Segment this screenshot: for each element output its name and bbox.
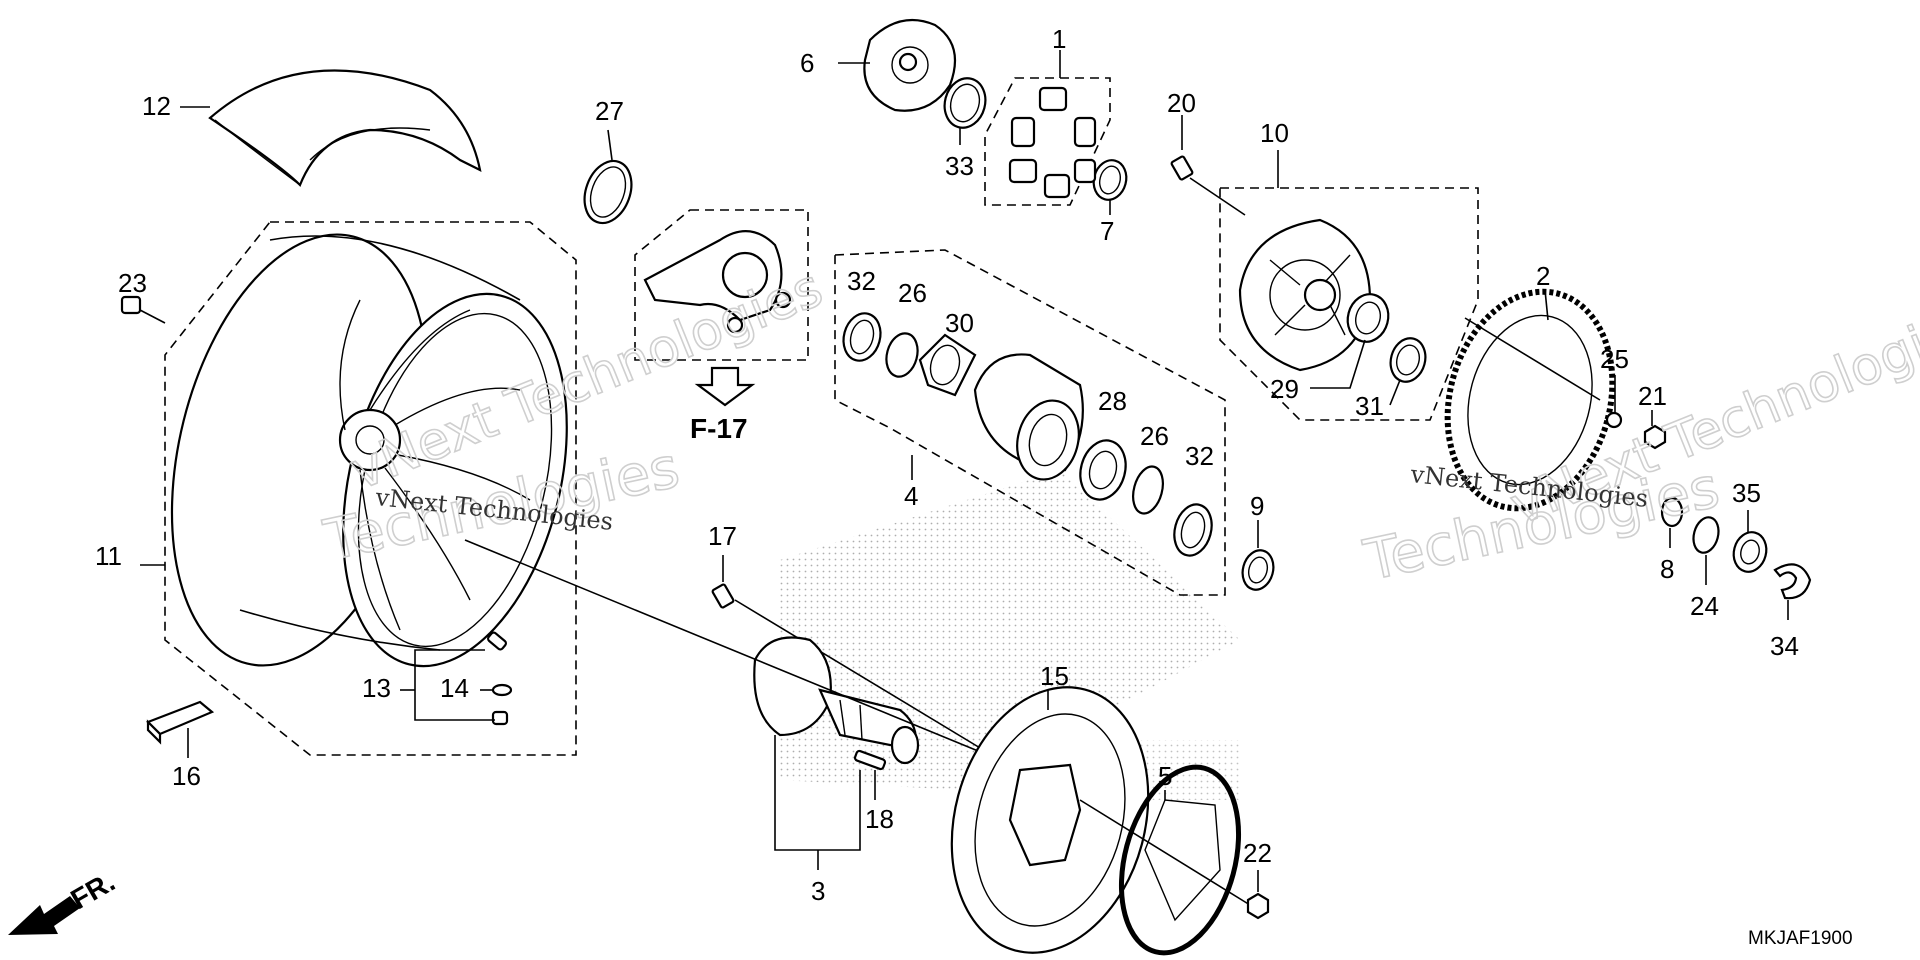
part-24-ring — [1692, 516, 1720, 585]
callout-9: 9 — [1250, 491, 1264, 521]
callout-17: 17 — [708, 521, 737, 551]
callout-1: 1 — [1052, 24, 1066, 54]
callout-35: 35 — [1732, 478, 1761, 508]
callout-6: 6 — [800, 48, 814, 78]
callout-23: 23 — [118, 268, 147, 298]
part-3-axle-carrier — [753, 636, 920, 870]
leader-lines — [140, 106, 210, 566]
callout-3: 3 — [811, 876, 825, 906]
part-34-clip — [1773, 563, 1812, 620]
front-arrow-icon — [8, 896, 80, 935]
part-33-ring — [943, 77, 987, 145]
callout-21: 21 — [1638, 381, 1667, 411]
part-9-seal — [1241, 520, 1275, 591]
callout-20: 20 — [1167, 88, 1196, 118]
callout-11: 11 — [95, 541, 122, 571]
callout-8: 8 — [1660, 554, 1674, 584]
callout-26: 26 — [898, 278, 927, 308]
part-10-hub — [1189, 150, 1479, 421]
callout-22: 22 — [1243, 838, 1272, 868]
part-25-washer — [1605, 375, 1623, 429]
callout-30: 30 — [945, 308, 974, 338]
callout-10: 10 — [1260, 118, 1289, 148]
caliper-bracket — [634, 209, 809, 407]
callout-7: 7 — [1100, 216, 1114, 246]
callout-24: 24 — [1690, 591, 1719, 621]
catalog-code: MKJAF1900 — [1748, 928, 1853, 949]
callout-14: 14 — [440, 673, 469, 703]
part-22-nut — [1246, 870, 1270, 920]
part-23-nut — [120, 295, 166, 324]
front-marker: FR. — [8, 866, 120, 935]
part-5-ring — [1118, 764, 1242, 956]
callouts: 1 2 3 4 5 6 7 8 9 10 11 12 13 14 15 16 1… — [95, 24, 1799, 906]
part-17-bolt — [711, 555, 1001, 761]
callout-12: 12 — [142, 91, 171, 121]
valve-parts — [400, 631, 513, 726]
part-4-hub-assembly — [834, 249, 1226, 596]
callout-4: 4 — [904, 481, 918, 511]
tire-part — [208, 69, 482, 187]
part-27-circlip — [583, 129, 633, 225]
callout-18: 18 — [865, 804, 894, 834]
part-15-brake-disc — [950, 686, 1251, 954]
reference-label: F-17 — [690, 413, 748, 444]
part-20-bolt — [1170, 115, 1194, 181]
callout-2: 2 — [1536, 261, 1550, 291]
callout-27: 27 — [595, 96, 624, 126]
callout-28: 28 — [1098, 386, 1127, 416]
callout-34: 34 — [1770, 631, 1799, 661]
part-8-bearing — [1660, 496, 1684, 548]
part-16-weight — [146, 700, 215, 758]
part-1-damper-rubbers — [984, 50, 1111, 206]
part-18-stud — [853, 749, 887, 800]
callout-15: 15 — [1040, 661, 1069, 691]
callout-13: 13 — [362, 673, 391, 703]
callout-16: 16 — [172, 761, 201, 791]
callout-5: 5 — [1158, 761, 1172, 791]
part-35-nut — [1732, 510, 1768, 573]
callout-25: 25 — [1600, 344, 1629, 374]
callout-29: 29 — [1270, 374, 1299, 404]
callout-26: 26 — [1140, 421, 1169, 451]
callout-32: 32 — [847, 266, 876, 296]
part-6-damper-holder — [838, 18, 957, 112]
wheel-part — [164, 221, 577, 756]
part-21-nut — [1643, 410, 1667, 450]
callout-33: 33 — [945, 151, 974, 181]
callout-32: 32 — [1185, 441, 1214, 471]
callout-31: 31 — [1355, 391, 1384, 421]
